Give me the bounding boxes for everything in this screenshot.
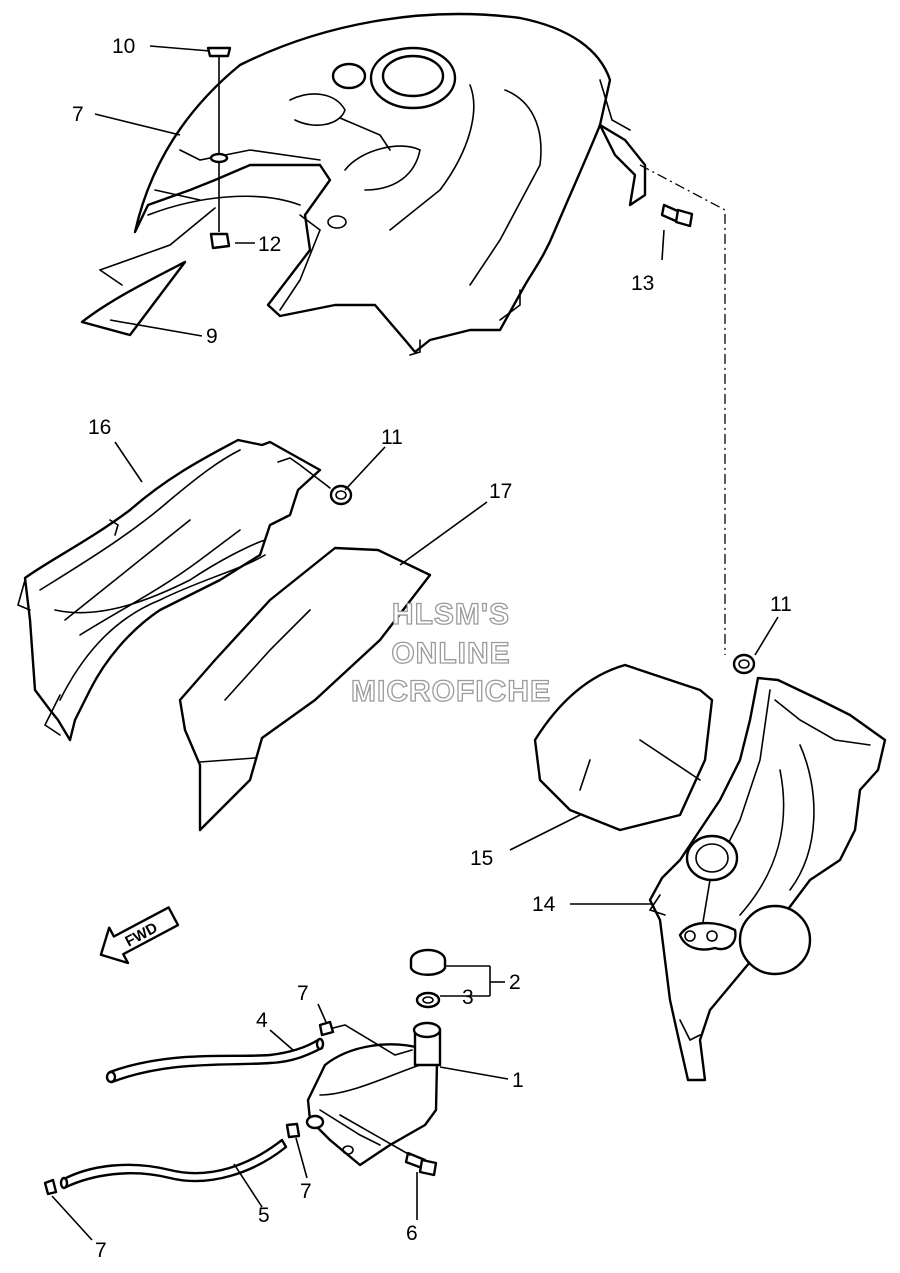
leader-lines	[51, 45, 779, 1241]
callout-5: 5	[258, 1204, 270, 1227]
callout-2: 2	[509, 971, 521, 994]
assembly-line	[639, 164, 726, 655]
bolt-6	[339, 1114, 438, 1177]
right-side-cover	[648, 676, 887, 1082]
watermark-line-1: HLSM'S	[392, 598, 510, 631]
cover-trim-plate	[80, 189, 216, 337]
callout-6: 6	[406, 1222, 418, 1245]
hose-clip-7a	[318, 1020, 413, 1056]
fuel-tank-cover	[133, 12, 647, 356]
callout-12: 12	[258, 233, 281, 256]
hose-4	[105, 1037, 325, 1084]
cap-gasket	[415, 991, 441, 1009]
watermark-line-3: MICROFICHE	[351, 675, 551, 708]
grommet-11-right	[732, 653, 756, 675]
clip-nut-12	[209, 232, 231, 250]
bolt-10	[206, 46, 232, 232]
watermark: HLSM'S ONLINE MICROFICHE	[350, 597, 551, 708]
callout-1: 1	[512, 1069, 524, 1092]
callout-7-bottom: 7	[95, 1239, 107, 1262]
callout-15: 15	[470, 847, 493, 870]
callout-14: 14	[532, 893, 556, 916]
callout-11-right: 11	[770, 593, 792, 616]
hose-5	[59, 1138, 288, 1190]
callout-11-left: 11	[381, 426, 403, 449]
callout-10: 10	[112, 35, 135, 58]
reservoir-cap	[409, 948, 447, 976]
callout-labels: 10 7 12 9 13 16 11 17 11 15 14 2 3 1 7 4…	[72, 35, 792, 1262]
callout-13: 13	[631, 272, 654, 295]
callout-4: 4	[256, 1009, 268, 1032]
callout-7-top: 7	[297, 982, 309, 1005]
fwd-arrow-icon: FWD	[99, 906, 180, 965]
hose-clip-7b	[285, 1122, 301, 1139]
watermark-line-2: ONLINE	[391, 637, 510, 670]
callout-17: 17	[489, 480, 512, 503]
left-side-cover	[17, 438, 322, 742]
side-pad	[178, 546, 432, 832]
callout-8: 7	[72, 103, 84, 126]
right-pad	[533, 663, 714, 832]
grommet-11-left	[277, 457, 353, 506]
reservoir-tank	[305, 1021, 442, 1167]
callout-16: 16	[88, 416, 111, 439]
callout-7-middle: 7	[300, 1180, 312, 1203]
callout-3: 3	[462, 986, 474, 1009]
callout-9: 9	[206, 325, 218, 348]
hose-clip-7c	[43, 1178, 58, 1196]
bolt-13	[660, 203, 694, 228]
